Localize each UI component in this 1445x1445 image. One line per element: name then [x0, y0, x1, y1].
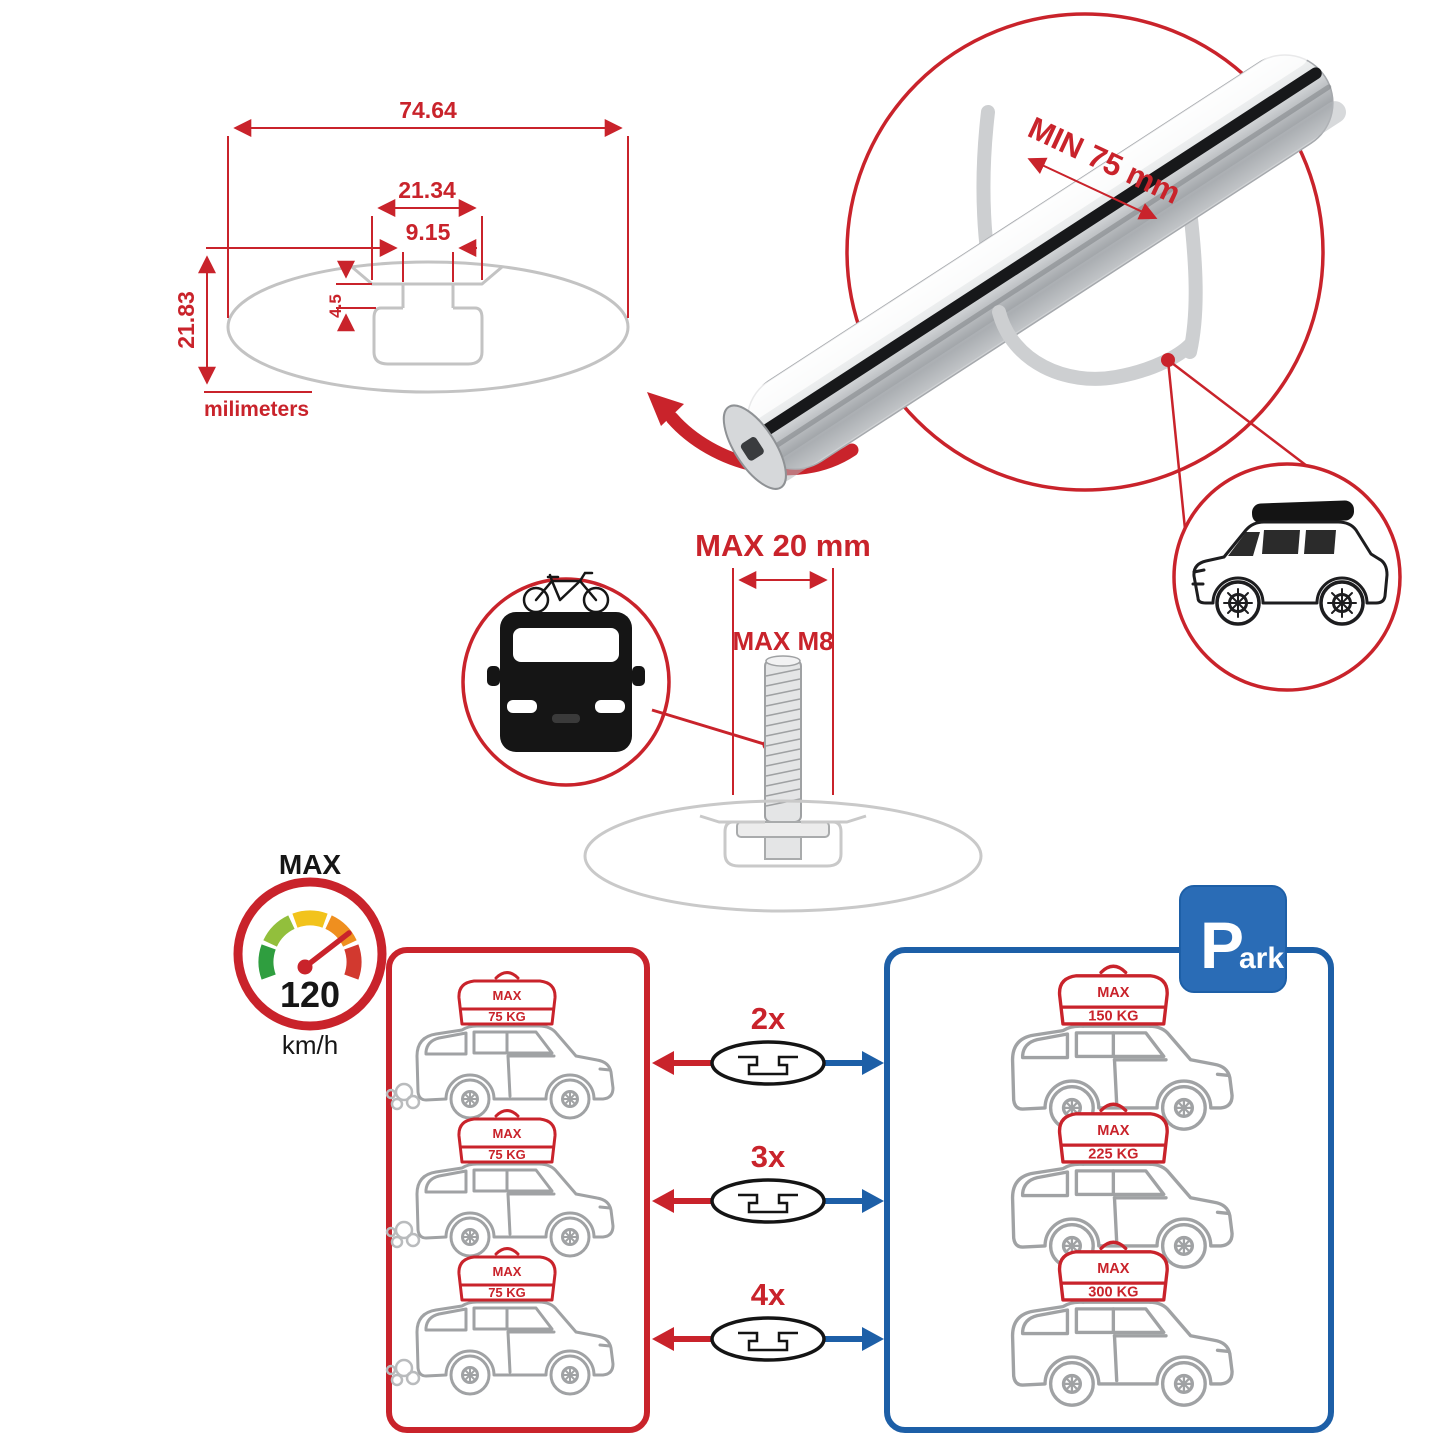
unit-label: milimeters — [204, 398, 309, 421]
bolt-detail-section: MAX 20 mm MAX M8 — [461, 528, 983, 913]
bolt-max-length-label: MAX 20 mm — [695, 528, 871, 563]
bar-count-arrow-row: 3x — [652, 1139, 884, 1224]
parked-car-row: MAX 150 KG — [1010, 964, 1234, 1131]
dim-slot-outer-width: 21.34 — [398, 177, 456, 203]
driving-car-row: MAX 75 KG — [385, 1109, 615, 1258]
dim-slot-depth: 4.5 — [326, 294, 345, 318]
crossbar-detail-circle: MIN 75 mm — [722, 12, 1346, 530]
roofbox-suv-circle — [1172, 462, 1402, 692]
right-arrowhead — [862, 1051, 884, 1075]
car-front-icon — [487, 612, 645, 752]
park-sign: P ark — [1179, 885, 1287, 993]
parked-capacity-box — [884, 947, 1334, 1433]
right-arrowhead — [862, 1327, 884, 1351]
bag-max-label: MAX — [493, 1264, 522, 1279]
bag-weight-label: 225 KG — [1088, 1147, 1138, 1163]
park-sign-rest: ark — [1239, 942, 1284, 975]
gauge-arc-segments — [258, 910, 362, 980]
gauge-needle-pivot — [297, 959, 313, 975]
parked-car-row: MAX 225 KG — [1010, 1102, 1234, 1269]
callout-line — [1166, 359, 1187, 530]
speed-value: 120 — [280, 974, 340, 1015]
bar-count-arrow-row: 2x — [652, 1001, 884, 1086]
speed-max-label: MAX — [279, 849, 342, 880]
bag-weight-label: 300 KG — [1088, 1285, 1138, 1301]
bag-weight-label: 150 KG — [1088, 1009, 1138, 1025]
dim-slot-inner-width: 9.15 — [406, 219, 451, 245]
callout-line — [651, 708, 765, 746]
crossbar-profile-icon — [710, 1316, 826, 1362]
park-sign-letter: P — [1200, 908, 1244, 982]
bar-count-label: 2x — [751, 1001, 786, 1036]
crossbar-profile-icon — [710, 1040, 826, 1086]
threaded-bolt — [736, 655, 830, 860]
bar-count-arrow-row: 4x — [652, 1277, 884, 1362]
left-arrowhead — [652, 1189, 674, 1213]
parked-car-row: MAX 300 KG — [1010, 1240, 1234, 1407]
left-arrowhead — [652, 1327, 674, 1351]
gauge-needle — [302, 930, 352, 970]
dim-total-width: 74.64 — [399, 97, 457, 123]
bag-weight-label: 75 KG — [488, 1285, 526, 1300]
bag-max-label: MAX — [493, 988, 522, 1003]
driving-car-row: MAX 75 KG — [385, 1247, 615, 1396]
bag-weight-label: 75 KG — [488, 1147, 526, 1162]
speed-limit-gauge: MAX 120 km/h — [233, 849, 387, 1060]
gauge-ring — [233, 877, 387, 1031]
bag-max-label: MAX — [1097, 1123, 1130, 1139]
clamp-strap-right — [1183, 203, 1203, 359]
left-arrowhead — [652, 1051, 674, 1075]
bar-count-label: 4x — [751, 1277, 786, 1312]
profile-slot-throat — [401, 284, 455, 308]
profile-ellipse — [226, 260, 630, 394]
bag-weight-label: 75 KG — [488, 1009, 526, 1024]
crossbar-profile-icon — [710, 1178, 826, 1224]
aluminum-crossbar — [722, 41, 1346, 490]
bolt-max-thread-label: MAX M8 — [732, 626, 833, 656]
suv-with-roofbox-illustration — [1191, 500, 1389, 626]
bag-max-label: MAX — [493, 1126, 522, 1141]
bar-count-label: 3x — [751, 1139, 786, 1174]
callout-line — [1167, 359, 1308, 467]
bag-max-label: MAX — [1097, 985, 1130, 1001]
profile-shoulders — [351, 265, 503, 286]
driving-car-row: MAX 75 KG — [385, 971, 615, 1120]
profile-dimension-drawing: 74.64 21.34 9.15 4.5 21.83 milimeters — [173, 97, 630, 421]
right-arrowhead — [862, 1189, 884, 1213]
bag-max-label: MAX — [1097, 1261, 1130, 1277]
speed-unit: km/h — [282, 1030, 338, 1060]
profile-ellipse-ghost — [583, 799, 983, 913]
dim-total-height: 21.83 — [173, 291, 199, 349]
driving-capacity-box — [386, 947, 650, 1433]
profile-cavity — [372, 306, 484, 366]
